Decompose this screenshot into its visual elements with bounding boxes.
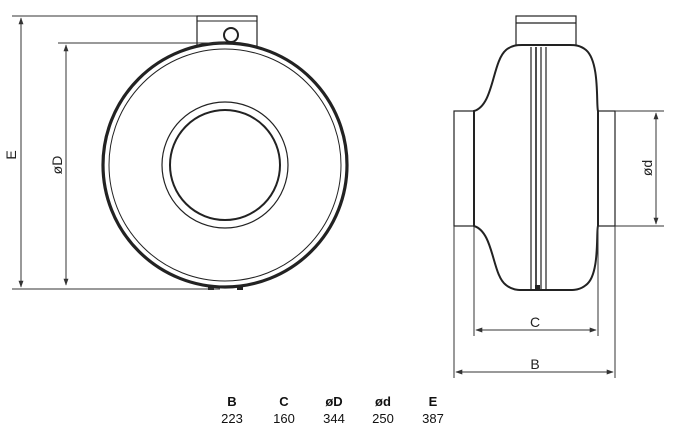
table-header: E — [428, 394, 438, 409]
outlet-spigot — [597, 110, 616, 227]
table-column-c: C 160 — [254, 393, 314, 427]
dimension-table: B 223 C 160 øD 344 ød 250 E 387 — [200, 393, 460, 433]
cable-gland-icon — [223, 27, 239, 43]
table-column-inner-diameter: ød 250 — [353, 393, 413, 427]
dimension-c — [473, 226, 599, 336]
inlet-spigot — [453, 110, 475, 227]
table-column-b: B 223 — [202, 393, 262, 427]
table-value: 160 — [273, 411, 295, 426]
table-header: C — [279, 394, 289, 409]
table-column-outer-diameter: øD 344 — [304, 393, 364, 427]
table-value: 387 — [422, 411, 444, 426]
side-view — [453, 15, 616, 291]
dimension-inner-diameter-label: ød — [639, 160, 655, 176]
dimension-inner-diameter — [615, 110, 664, 227]
table-header: ød — [375, 394, 391, 409]
terminal-box-side — [515, 15, 577, 47]
table-header: øD — [325, 394, 343, 409]
table-column-e: E 387 — [403, 393, 463, 427]
dimension-outer-diameter — [58, 42, 225, 286]
dimension-e-label: E — [3, 150, 19, 159]
dimension-b — [453, 226, 616, 378]
table-header: B — [227, 394, 237, 409]
inlet-ring — [161, 101, 289, 229]
dimension-outer-diameter-label: øD — [49, 156, 65, 175]
table-value: 223 — [221, 411, 243, 426]
table-value: 250 — [372, 411, 394, 426]
table-value: 344 — [323, 411, 345, 426]
dimension-b-label: B — [530, 356, 539, 372]
front-view — [101, 15, 349, 290]
dimension-c-label: C — [530, 314, 540, 330]
inlet-opening — [169, 109, 281, 221]
dimension-e — [12, 15, 220, 290]
outer-casing — [101, 41, 349, 289]
